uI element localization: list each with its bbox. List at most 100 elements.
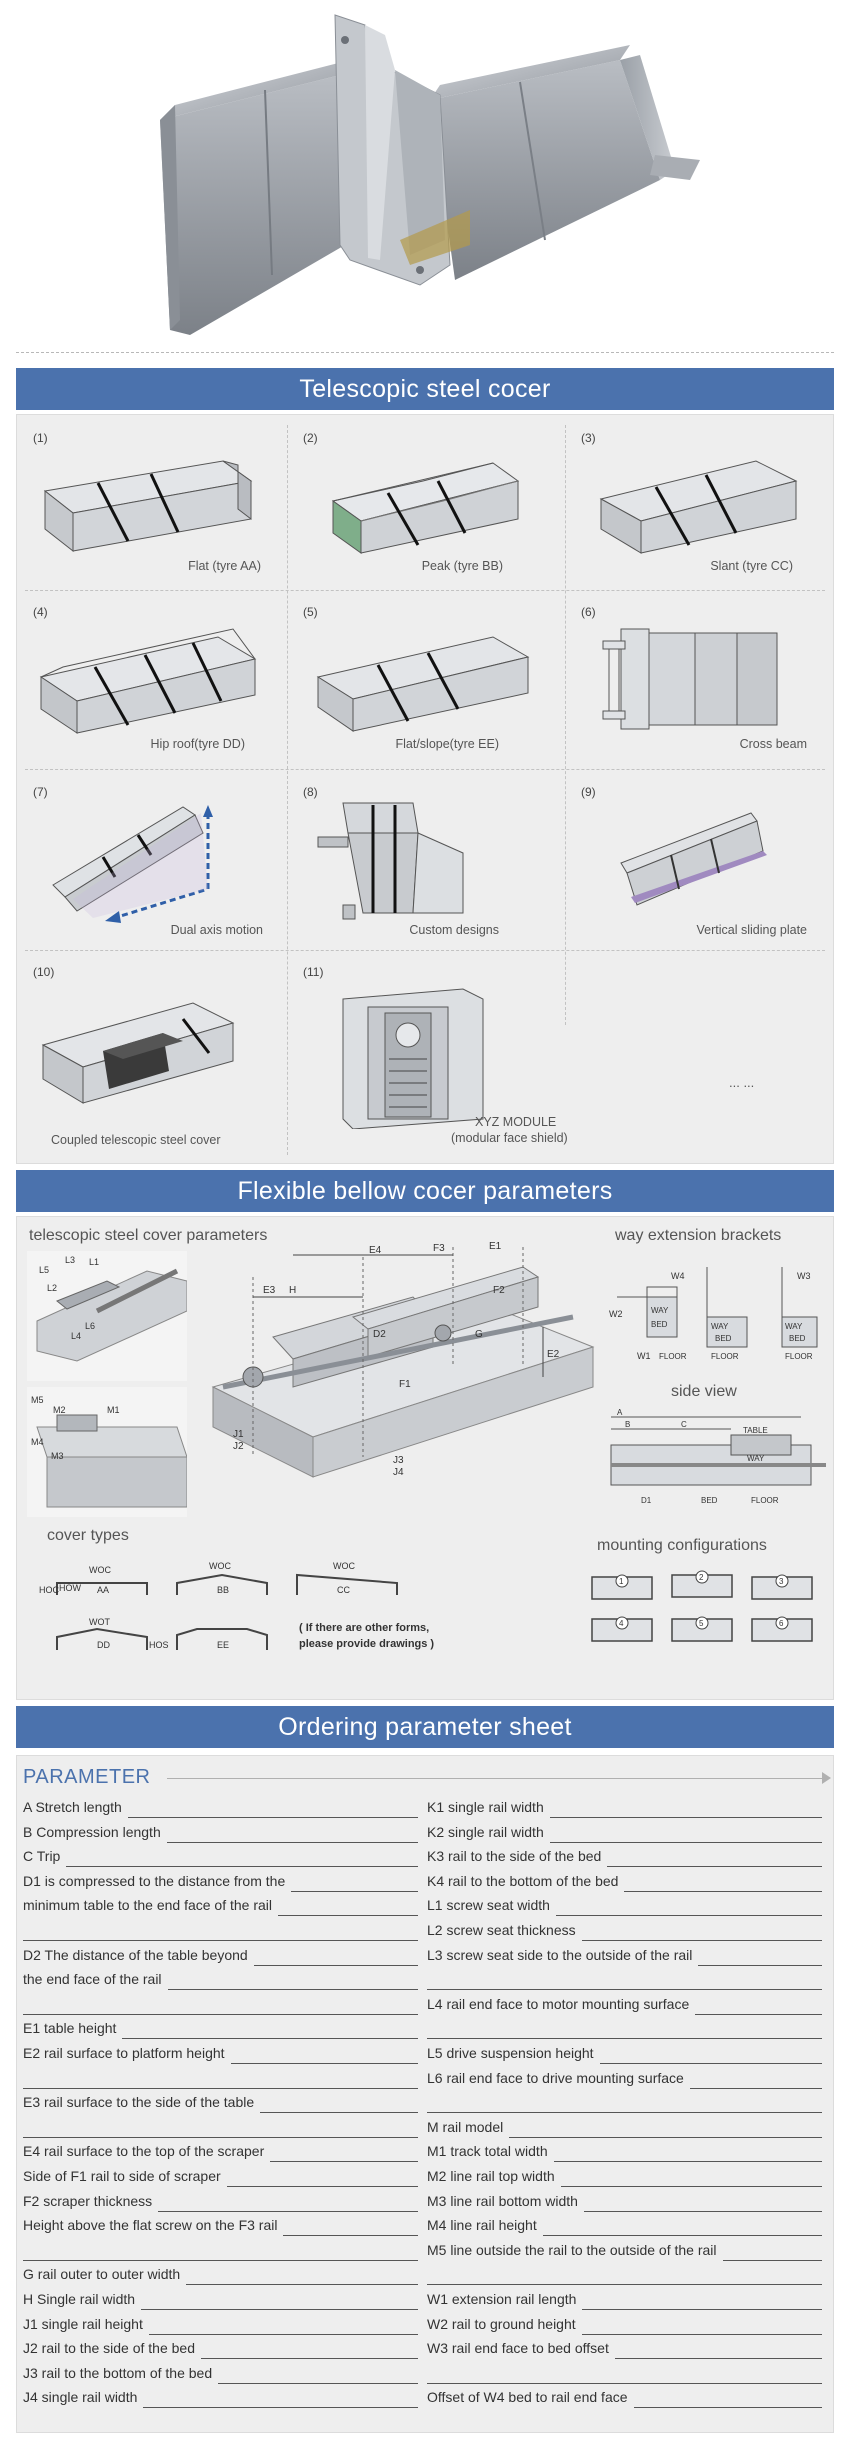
parameter-label: L1 screw seat width	[427, 1897, 550, 1914]
telescopic-params-title: telescopic steel cover parameters	[29, 1227, 268, 1244]
parameter-input-line[interactable]	[427, 2019, 822, 2040]
parameter-input-line[interactable]	[695, 1995, 822, 2015]
type-caption: Coupled telescopic steel cover	[51, 1133, 221, 1147]
parameter-input-line[interactable]	[253, 1946, 418, 1966]
parameter-input-line[interactable]	[633, 2388, 822, 2409]
parameter-label: K3 rail to the side of the bed	[427, 1848, 602, 1865]
parameter-row: E1 table height	[23, 2015, 418, 2040]
peak-cover-drawing	[331, 462, 520, 554]
parameter-row	[23, 2065, 418, 2089]
parameter-row: M rail model	[427, 2114, 822, 2138]
dim-label: F1	[399, 1379, 411, 1390]
parameter-input-line[interactable]	[509, 2118, 822, 2138]
dim-label: WAY	[747, 1454, 765, 1463]
parameter-label: M rail model	[427, 2118, 504, 2135]
dim-label: FLOOR	[711, 1352, 739, 1361]
parameter-input-line[interactable]	[549, 1823, 822, 1843]
parameter-input-line[interactable]	[23, 1921, 418, 1941]
type-peak: (2) Peak (tyre BB)	[303, 431, 553, 581]
way-brackets-title: way extension brackets	[615, 1227, 782, 1244]
parameter-input-line[interactable]	[218, 2364, 418, 2384]
parameters-panel: telescopic steel cover parameters way ex…	[16, 1216, 834, 1700]
parameter-label: W3 rail end face to bed offset	[427, 2340, 609, 2357]
parameter-input-line[interactable]	[122, 2019, 418, 2040]
telescopic-cover-photo	[160, 14, 700, 335]
parameter-input-line[interactable]	[583, 2192, 822, 2212]
parameter-input-line[interactable]	[560, 2167, 822, 2187]
parameter-input-line[interactable]	[689, 2069, 822, 2089]
parameter-input-line[interactable]	[186, 2265, 418, 2286]
parameter-input-line[interactable]	[427, 1970, 822, 1991]
parameter-input-line[interactable]	[166, 1823, 418, 1843]
arrow-icon	[822, 1772, 831, 1784]
hero-product-image	[0, 0, 850, 355]
parameter-label: D1 is compressed to the distance from th…	[23, 1872, 286, 1889]
parameter-input-line[interactable]	[542, 2216, 822, 2237]
parameter-label: J4 single rail width	[23, 2389, 138, 2406]
parameter-label: W2 rail to ground height	[427, 2315, 576, 2332]
parameter-label: G rail outer to outer width	[23, 2266, 181, 2283]
parameter-input-line[interactable]	[270, 2142, 418, 2163]
parameter-input-line[interactable]	[23, 1995, 418, 2015]
parameter-input-line[interactable]	[283, 2216, 418, 2237]
parameter-input-line[interactable]	[226, 2167, 418, 2187]
parameter-row: W1 extension rail length	[427, 2286, 822, 2310]
parameter-input-line[interactable]	[167, 1970, 418, 1991]
parameter-input-line[interactable]	[582, 2290, 822, 2310]
parameter-input-line[interactable]	[201, 2339, 418, 2360]
dim-label: FLOOR	[751, 1496, 779, 1505]
parameter-input-line[interactable]	[230, 2044, 418, 2064]
parameter-input-line[interactable]	[427, 2265, 822, 2286]
dim-label: L6	[85, 1321, 95, 1331]
parameter-input-line[interactable]	[555, 1896, 822, 1917]
dim-label: E4	[369, 1245, 382, 1256]
parameter-input-line[interactable]	[581, 2315, 822, 2335]
dim-label: M1	[107, 1405, 120, 1415]
section-title-telescopic: Telescopic steel cocer	[16, 368, 834, 410]
parameter-input-line[interactable]	[722, 2241, 822, 2261]
parameter-input-line[interactable]	[599, 2044, 822, 2064]
parameter-input-line[interactable]	[291, 1872, 418, 1892]
parameter-input-line[interactable]	[141, 2290, 418, 2310]
parameter-row: M4 line rail height	[427, 2212, 822, 2237]
type-number: (11)	[303, 965, 324, 979]
parameter-label: J3 rail to the bottom of the bed	[23, 2364, 213, 2381]
dim-label: HOW	[59, 1583, 82, 1593]
parameter-input-line[interactable]	[23, 2069, 418, 2089]
parameter-label: M4 line rail height	[427, 2217, 537, 2234]
parameter-input-line[interactable]	[427, 2364, 822, 2384]
dim-label: J4	[393, 1467, 404, 1478]
parameter-input-line[interactable]	[278, 1896, 418, 1917]
type-number: (1)	[33, 431, 48, 445]
dim-label: M5	[31, 1395, 44, 1405]
parameter-input-line[interactable]	[148, 2315, 418, 2335]
parameter-input-line[interactable]	[260, 2093, 418, 2114]
parameter-label: C Trip	[23, 1848, 61, 1865]
parameter-input-line[interactable]	[23, 2241, 418, 2261]
parameter-input-line[interactable]	[549, 1798, 822, 1818]
parameter-input-line[interactable]	[127, 1798, 418, 1818]
parameter-input-line[interactable]	[607, 1847, 822, 1868]
parameter-row: L5 drive suspension height	[427, 2040, 822, 2064]
parameter-input-line[interactable]	[427, 2093, 822, 2114]
dim-label: DD	[97, 1640, 110, 1650]
parameter-input-line[interactable]	[23, 2118, 418, 2138]
parameter-input-line[interactable]	[581, 1921, 822, 1941]
parameter-input-line[interactable]	[614, 2339, 822, 2360]
parameter-input-line[interactable]	[66, 1847, 418, 1868]
mount-number: 4	[619, 1619, 624, 1628]
type-number: (8)	[303, 785, 318, 799]
parameter-input-line[interactable]	[553, 2142, 822, 2163]
parameter-row: F2 scraper thickness	[23, 2188, 418, 2212]
mount-number: 6	[779, 1619, 784, 1628]
parameter-input-line[interactable]	[624, 1872, 822, 1892]
parameter-row	[23, 2114, 418, 2138]
parameter-input-line[interactable]	[698, 1946, 822, 1966]
more-types-ellipsis: ... ...	[729, 1075, 755, 1090]
hip-roof-cover-drawing	[39, 628, 257, 734]
row-divider	[25, 950, 825, 951]
parameter-input-line[interactable]	[158, 2192, 418, 2212]
parameter-input-line[interactable]	[143, 2388, 418, 2409]
flat-cover-drawing	[43, 460, 253, 553]
